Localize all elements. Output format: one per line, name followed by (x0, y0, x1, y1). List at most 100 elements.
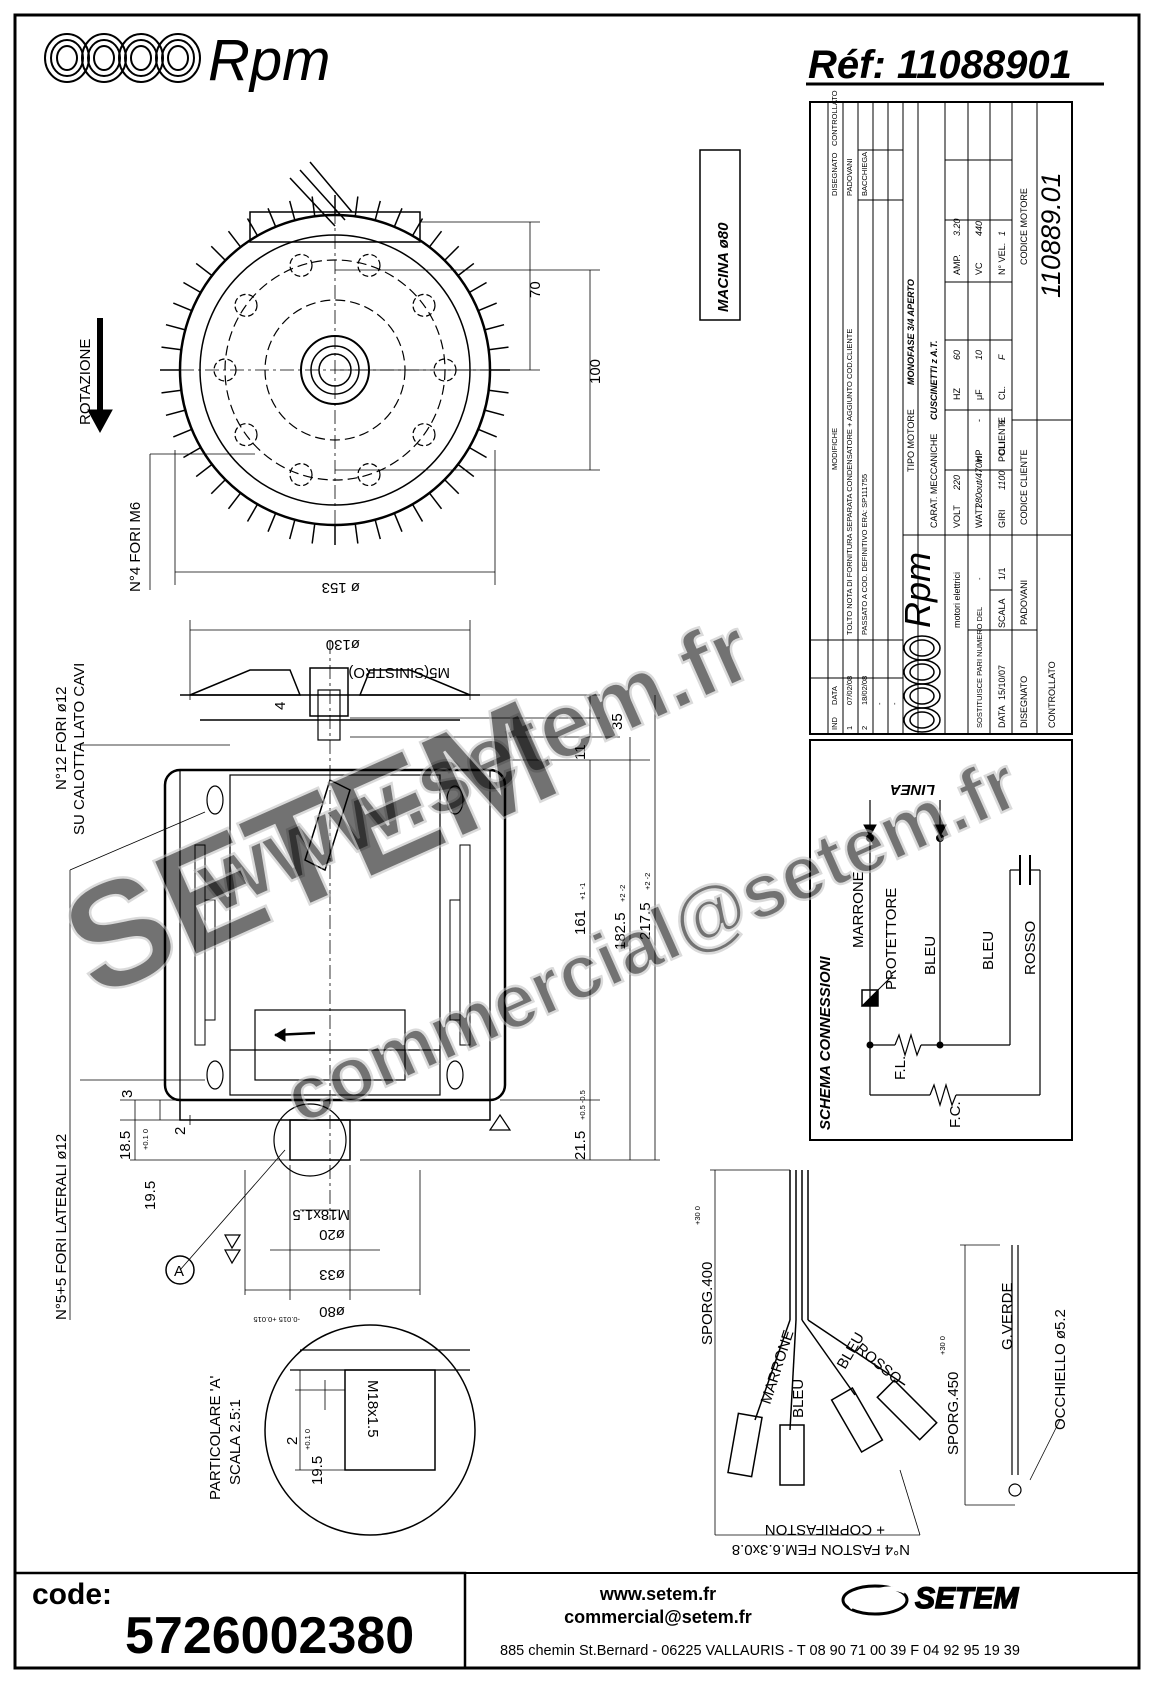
fin (183, 281, 202, 294)
rev-2-index: 2 (860, 726, 869, 730)
cable-assembly (710, 1169, 1061, 1536)
fin (210, 479, 226, 495)
rev-1-text: TOLTO NOTA DI FORNITURA SEPARATA CONDENS… (845, 329, 854, 635)
schematic-fl: F.L. (892, 1056, 909, 1080)
codice-cliente-label: CODICE CLIENTE (1019, 449, 1029, 525)
dim-33: ø33 (319, 1266, 345, 1283)
tol-182-5: +2 -2 (618, 885, 627, 902)
dim-130: ø130 (326, 636, 360, 653)
fin (165, 323, 186, 331)
dim-21-5: 21.5 (572, 1131, 589, 1160)
occhiello-label: OCCHIELLO ø5.2 (1052, 1309, 1069, 1430)
setem-logo: SETEM (841, 1581, 1020, 1616)
schematic-bleu-1: BLEU (922, 936, 939, 975)
fin (393, 208, 403, 228)
rev-2-date: 18/02/08 (860, 676, 869, 705)
nvel-label: N° VEL. (997, 243, 1007, 275)
side-holes-label: N°5+5 FORI LATERALI ø12 (53, 1134, 70, 1320)
tol-18-5: +0.1 0 (141, 1129, 150, 1150)
detail-a (264, 1324, 476, 1536)
sporg-400: SPORG.400 (699, 1262, 716, 1345)
giri-value: 1100 (997, 471, 1007, 490)
fin (468, 281, 487, 294)
code-box (13, 1571, 467, 1670)
hz-label: HZ (952, 388, 962, 400)
code-label: code: (32, 1578, 112, 1611)
fin (457, 262, 475, 277)
dim-153: ø 153 (322, 579, 360, 596)
fin (477, 428, 497, 438)
small-rpm-logo (903, 635, 941, 733)
rev-2-text: PASSATO A COD. DEFINITIVO ERA: SP111755 (860, 474, 869, 635)
carat-label: CARAT. MECCANICHE (929, 434, 939, 528)
fin (161, 346, 182, 351)
fin (288, 519, 296, 540)
rev-3-date: - (875, 702, 884, 705)
outer-frame (13, 13, 1141, 1670)
tol-217-5: +2 -2 (643, 873, 652, 890)
fin (173, 302, 193, 312)
hz-value: 60 (952, 350, 962, 360)
bolt-hole (357, 463, 381, 487)
detail-tol-2: +0.1 0 (303, 1429, 312, 1450)
fin (246, 503, 259, 522)
macina-box: MACINA ø80 (699, 149, 741, 321)
fin (488, 389, 509, 394)
fin (374, 200, 382, 221)
rev-1-date: 07/02/08 (845, 676, 854, 705)
dim-70: 70 (527, 281, 544, 298)
rev-1-index: 1 (845, 726, 854, 730)
dim-2: 2 (172, 1127, 189, 1135)
fin (428, 492, 443, 510)
uf-label: μF (974, 389, 984, 400)
fin (195, 262, 213, 277)
footer-address: 885 chemin St.Bernard - 06225 VALLAURIS … (500, 1643, 1020, 1659)
svg-text:MACINA ø80: MACINA ø80 (715, 222, 732, 312)
disegnato-bottom-label: DISEGNATO (1019, 676, 1029, 728)
fin (428, 230, 443, 248)
fin (444, 479, 460, 495)
detail-title: PARTICOLARE 'A' (207, 1375, 224, 1500)
rev-data-label: DATA (830, 686, 839, 705)
footer-web: www.setem.fr (599, 1584, 716, 1604)
reference-number: Réf: 11088901 (808, 43, 1072, 87)
cable-rosso: ROSSO (852, 1340, 904, 1388)
sostituisce-label: SOSTITUISCE PARI NUMERO DEL (975, 607, 984, 728)
fin (411, 218, 424, 237)
wiring-schematic (809, 739, 1073, 1141)
schematic-marrone: MARRONE (850, 871, 867, 948)
controllato-bottom-label: CONTROLLATO (1047, 661, 1057, 728)
code-value: 5726002380 (125, 1607, 414, 1665)
tipo-motore-value: MONOFASE 3/4 APERTO (906, 279, 916, 385)
fin (488, 346, 509, 351)
fin (477, 302, 497, 312)
small-brand: Rpm (897, 552, 938, 628)
coprifaston-label: + COPRIFASTON (765, 1521, 885, 1538)
detail-ref-a: A (174, 1263, 184, 1280)
fin (267, 208, 277, 228)
rev-disegnato-label: DISEGNATO (830, 152, 839, 196)
fin (210, 245, 226, 261)
title-block-text: 110889.01 CODICE MOTORE CODICE CLIENTE C… (830, 90, 1066, 730)
setem-brand: SETEM (915, 1582, 1019, 1615)
watt-value: 280out/470in (974, 456, 984, 509)
detail-thread: M18x1.5 (364, 1380, 381, 1438)
fin (484, 323, 505, 331)
bolt-hole (234, 423, 258, 447)
volt-value: 220 (952, 475, 962, 491)
tol-80: -0.015 +0.015 (254, 1315, 301, 1324)
front-view (87, 161, 600, 590)
detail-scale: SCALA 2.5:1 (227, 1399, 244, 1485)
dim-161: 161 (572, 910, 589, 935)
fin (195, 463, 213, 478)
cable-g-verde: G.VERDE (999, 1282, 1016, 1350)
bolt-hole (289, 463, 313, 487)
detail-dim-19-5: 19.5 (309, 1456, 326, 1485)
dim-100: 100 (587, 359, 604, 384)
fin (311, 523, 316, 544)
giri-label: GIRI (997, 509, 1007, 528)
fin (267, 512, 277, 532)
scala-label: SCALA (997, 598, 1007, 628)
